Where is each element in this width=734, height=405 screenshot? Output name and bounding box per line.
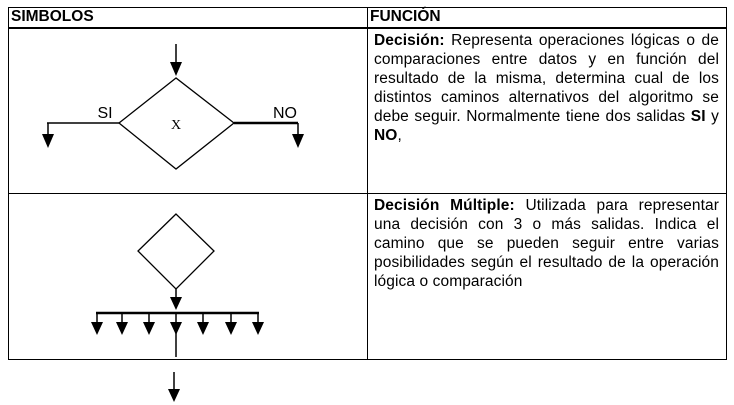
center-label: X	[171, 118, 181, 133]
decision-joiner: y	[705, 108, 719, 125]
decision-description: Decisión: Representa operaciones lógicas…	[367, 27, 727, 194]
multiple-decision-symbol-cell	[8, 193, 368, 360]
multiple-decision-title: Decisión Múltiple:	[374, 197, 515, 214]
decision-yes: SI	[690, 108, 706, 125]
table-row: Decisión Múltiple: Utilizada para repres…	[8, 193, 727, 360]
col-function-header: FUNCIÓN	[367, 7, 727, 29]
decision-symbol-cell: SI NO X	[8, 27, 368, 194]
symbols-table: SIMBOLOS FUNCIÓN SI NO X	[8, 7, 727, 360]
table-row: SI NO X Decisión: Representa operaciones…	[8, 27, 727, 194]
decision-title: Decisión:	[374, 32, 445, 49]
no-label: NO	[273, 105, 297, 122]
col-symbols-header: SIMBOLOS	[8, 7, 368, 29]
decision-text: Representa operaciones lógicas o de comp…	[374, 32, 719, 125]
decision-tail: ,	[397, 127, 402, 144]
multiple-decision-icon	[91, 213, 264, 357]
header-row: SIMBOLOS FUNCIÓN	[8, 7, 727, 29]
multiple-decision-description: Decisión Múltiple: Utilizada para repres…	[367, 193, 727, 360]
decision-no: NO	[374, 127, 398, 144]
decision-diamond-icon: SI NO X	[42, 44, 304, 170]
multiple-decision-text: Utilizada para representar una decisión …	[374, 197, 719, 290]
arrow-down-icon	[168, 372, 180, 402]
yes-label: SI	[97, 105, 112, 122]
